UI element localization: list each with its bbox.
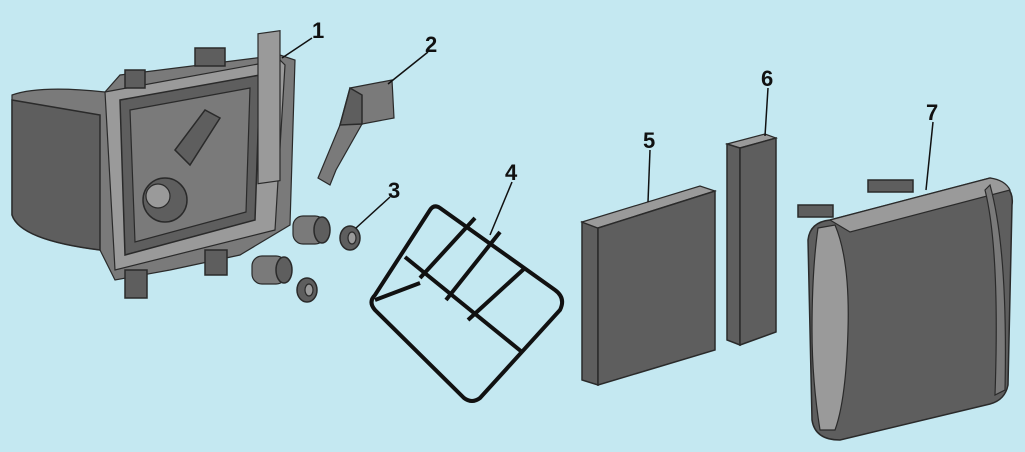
part-label-7: 7 <box>926 100 938 125</box>
callout-4: 4 <box>489 160 518 236</box>
part-7-cover <box>797 177 1014 441</box>
part-1-air-filter-housing <box>11 29 296 299</box>
part-label-5: 5 <box>643 128 655 153</box>
callout-3: 3 <box>355 178 400 229</box>
part-3-spacers <box>251 215 361 303</box>
part-label-2: 2 <box>425 32 437 57</box>
part-4-grid-frame <box>369 204 565 403</box>
part-label-4: 4 <box>505 160 518 185</box>
part-label-1: 1 <box>312 18 324 43</box>
part-label-6: 6 <box>761 66 773 91</box>
part-2-bracket <box>317 79 395 186</box>
callout-2: 2 <box>387 32 437 85</box>
callout-5: 5 <box>643 128 655 203</box>
callout-1: 1 <box>281 18 324 59</box>
callout-7: 7 <box>925 100 938 191</box>
part-6-pre-filter <box>724 133 778 347</box>
part-label-3: 3 <box>388 178 400 203</box>
part-5-filter-element <box>580 185 717 387</box>
callout-6: 6 <box>761 66 773 137</box>
